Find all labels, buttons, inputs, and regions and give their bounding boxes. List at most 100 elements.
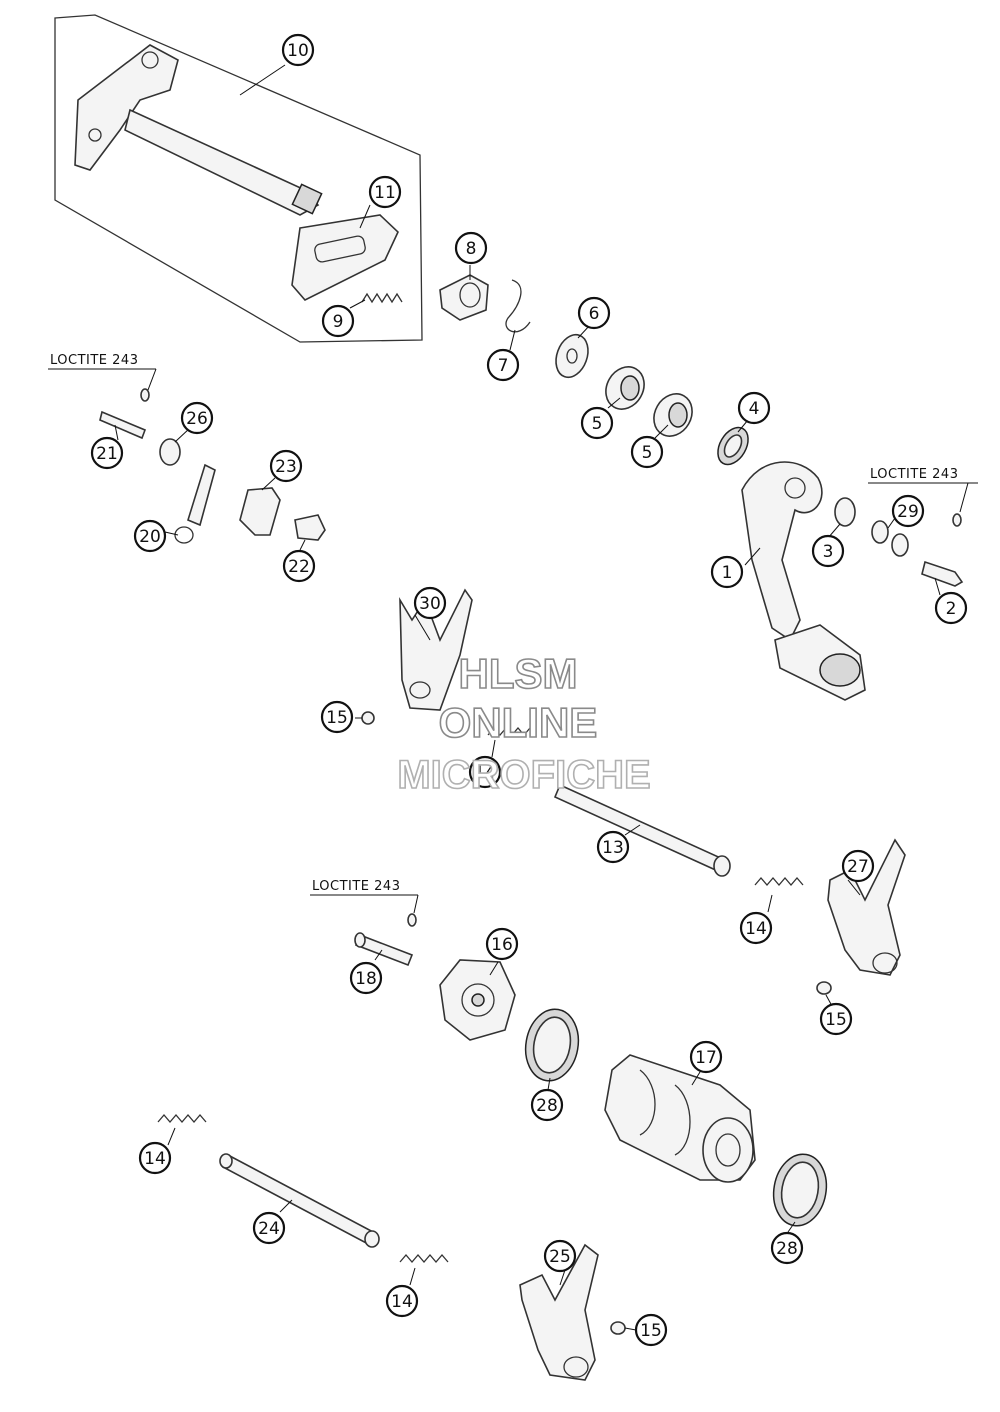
loctite-note-top-left-text: LOCTITE 243 xyxy=(50,353,138,368)
loctite-note-top-left: LOCTITE 243 xyxy=(48,353,157,391)
shift-rail-13-part xyxy=(553,783,731,877)
callout-2: 2 xyxy=(934,591,968,625)
callout-14c: 14 xyxy=(138,1141,172,1175)
callout-17: 17 xyxy=(689,1040,723,1074)
callout-7-label: 7 xyxy=(498,356,509,376)
callout-1-label: 1 xyxy=(722,563,733,583)
callout-13-label: 13 xyxy=(602,838,624,858)
part-5a-shape xyxy=(605,366,645,410)
callout-15b-label: 15 xyxy=(825,1010,847,1030)
callout-15b: 15 xyxy=(819,1002,853,1036)
callout-14a: 14 xyxy=(468,755,502,789)
part-5b-shape xyxy=(653,393,693,437)
callout-24: 24 xyxy=(252,1211,286,1245)
callout-9-label: 9 xyxy=(333,312,344,332)
part-26-shape xyxy=(159,438,181,466)
callout-28b: 28 xyxy=(770,1231,804,1265)
callout-14b-label: 14 xyxy=(745,919,767,939)
loctite-note-middle: LOCTITE 243 xyxy=(310,879,419,914)
callout-29-label: 29 xyxy=(897,502,919,522)
loctite-note-right: LOCTITE 243 xyxy=(868,467,978,513)
callout-18-label: 18 xyxy=(355,969,377,989)
part-29-shape xyxy=(871,520,909,557)
watermark-line-1: HLSM xyxy=(459,650,578,697)
callout-5a-label: 5 xyxy=(592,414,603,434)
callout-5b-label: 5 xyxy=(642,443,653,463)
shift-drum-17-part xyxy=(604,1054,756,1183)
callout-27-label: 27 xyxy=(847,857,869,877)
callout-22: 22 xyxy=(282,549,316,583)
callout-18: 18 xyxy=(349,961,383,995)
callout-21-label: 21 xyxy=(96,444,118,464)
callout-21: 21 xyxy=(90,436,124,470)
bearing-28b-part xyxy=(772,1153,828,1227)
callout-15c-label: 15 xyxy=(640,1321,662,1341)
callout-14d-label: 14 xyxy=(391,1292,413,1312)
part-15c-shape xyxy=(610,1321,626,1335)
part-20-shape xyxy=(174,463,216,544)
callout-6-label: 6 xyxy=(589,304,600,324)
callout-15a-label: 15 xyxy=(326,708,348,728)
callout-23: 23 xyxy=(269,449,303,483)
callout-23-label: 23 xyxy=(275,457,297,477)
callout-5a: 5 xyxy=(580,406,614,440)
callout-8: 8 xyxy=(454,231,488,265)
callout-28a: 28 xyxy=(530,1088,564,1122)
callout-29: 29 xyxy=(891,494,925,528)
callout-25-label: 25 xyxy=(549,1247,571,1267)
callout-16-label: 16 xyxy=(491,935,513,955)
shift-fork-25-part xyxy=(519,1243,599,1381)
callout-24-label: 24 xyxy=(258,1219,280,1239)
callout-16: 16 xyxy=(485,927,519,961)
leader-lines xyxy=(114,64,941,1331)
callout-4: 4 xyxy=(737,391,771,425)
watermark-line-2: ONLINE xyxy=(439,699,598,746)
shift-shaft-part xyxy=(74,44,323,216)
part-4-shape xyxy=(717,426,749,466)
loctite-note-right-text: LOCTITE 243 xyxy=(870,467,958,482)
watermark-line-3: MICROFICHE xyxy=(397,753,650,797)
callout-25: 25 xyxy=(543,1239,577,1273)
callout-11-label: 11 xyxy=(374,183,396,203)
callout-14b: 14 xyxy=(739,911,773,945)
part-14c-shape xyxy=(157,1114,207,1123)
callout-14d: 14 xyxy=(385,1284,419,1318)
callout-30-label: 30 xyxy=(419,594,441,614)
callout-26-label: 26 xyxy=(186,409,208,429)
part-23-shape xyxy=(239,487,281,536)
callout-27: 27 xyxy=(841,849,875,883)
shift-drum-segment-16-part xyxy=(439,959,516,1041)
shift-plate-part xyxy=(291,214,399,301)
callout-15a: 15 xyxy=(320,700,354,734)
callout-10: 10 xyxy=(281,33,315,67)
callout-20: 20 xyxy=(133,519,167,553)
callout-14a-label: 14 xyxy=(474,763,496,783)
callout-26: 26 xyxy=(180,401,214,435)
inset-spring-part xyxy=(361,292,403,304)
callout-14c-label: 14 xyxy=(144,1149,166,1169)
callout-2-label: 2 xyxy=(946,599,957,619)
part-small-dot-right xyxy=(952,513,962,527)
part-3-shape xyxy=(834,497,856,527)
callout-5b: 5 xyxy=(630,435,664,469)
callout-8-label: 8 xyxy=(466,239,477,259)
bolt-18-part xyxy=(354,913,417,967)
part-14b-shape xyxy=(754,877,804,886)
shift-shaft-inset xyxy=(54,14,423,343)
part-8-shape xyxy=(439,274,489,321)
callout-28b-label: 28 xyxy=(776,1239,798,1259)
callout-28a-label: 28 xyxy=(536,1096,558,1116)
shift-lever-part xyxy=(741,461,866,701)
part-2-shape xyxy=(921,560,964,587)
part-15a-shape xyxy=(361,711,375,725)
watermark: HLSM ONLINE MICROFICHE xyxy=(397,649,652,798)
callout-9: 9 xyxy=(321,304,355,338)
callout-4-label: 4 xyxy=(749,399,760,419)
part-6-shape xyxy=(555,333,589,379)
callout-20-label: 20 xyxy=(139,527,161,547)
part-21-shape xyxy=(99,388,150,440)
bearing-28a-part xyxy=(524,1008,580,1082)
callout-6: 6 xyxy=(577,296,611,330)
part-15b-shape xyxy=(816,981,832,995)
